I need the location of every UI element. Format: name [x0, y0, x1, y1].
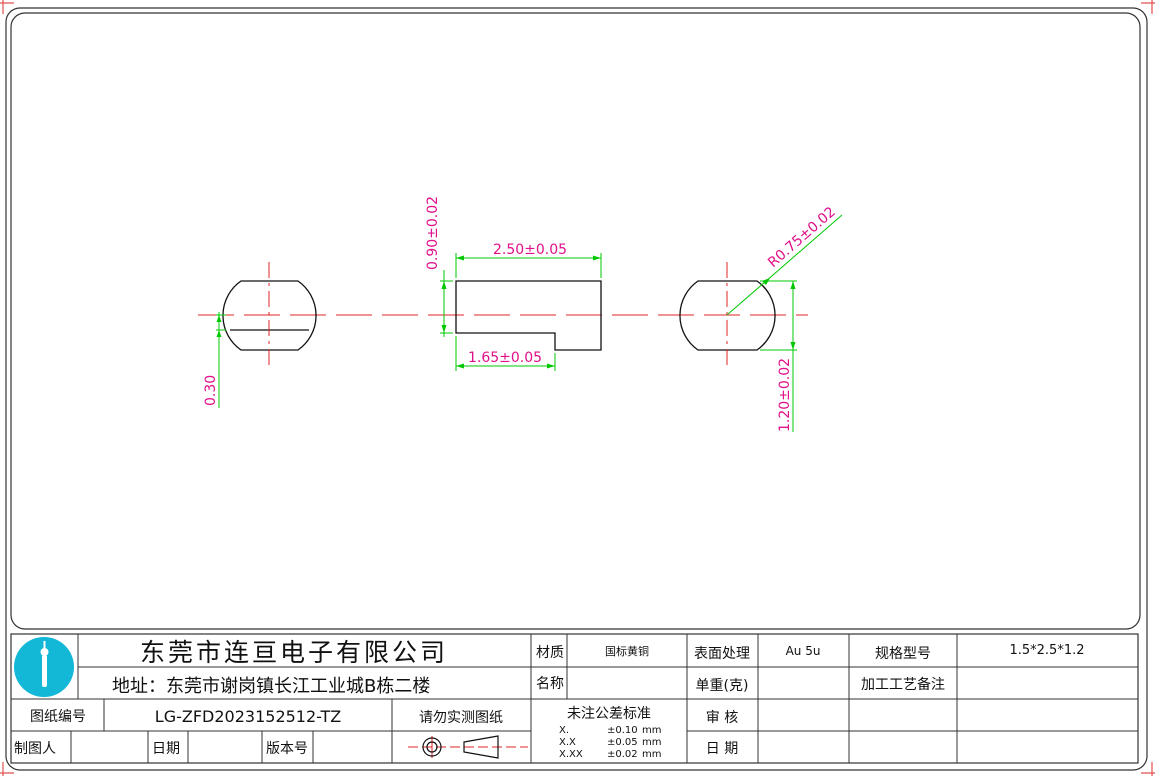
tolerance-value: ±0.02 [607, 749, 638, 760]
dim-total-height-label: 1.20±0.02 [777, 358, 793, 432]
do-not-measure-note: 请勿实测图纸 [419, 710, 503, 726]
unit-weight-label: 单重(克) [696, 678, 749, 694]
tolerance-grade: X.X [559, 737, 576, 748]
tolerance-grade: X. [559, 725, 569, 736]
right-end-view [679, 214, 843, 432]
spec-label: 规格型号 [875, 646, 931, 662]
title-block [10, 633, 1139, 764]
dim-length-label: 2.50±0.05 [493, 242, 567, 258]
spec-value: 1.5*2.5*1.2 [1009, 643, 1084, 658]
drawing-no-label: 图纸编号 [30, 709, 86, 725]
tolerance-title: 未注公差标准 [567, 706, 651, 722]
tolerance-grade: X.XX [559, 749, 583, 760]
date2-label: 日 期 [706, 741, 738, 757]
company-address: 地址：东莞市谢岗镇长江工业城B栋二楼 [112, 676, 430, 697]
dim-top-height-label: 0.90±0.02 [425, 196, 441, 270]
company-name: 东莞市连亘电子有限公司 [140, 638, 448, 667]
tolerance-unit: mm [642, 737, 661, 748]
drawing-views: 0.30 2.50±0.05 1.65±0.05 0.90±0.02 [198, 196, 843, 432]
version-label: 版本号 [266, 741, 308, 757]
drawing-area [10, 12, 1141, 630]
tolerance-unit: mm [642, 749, 661, 760]
tolerance-value: ±0.05 [607, 737, 638, 748]
company-logo [14, 637, 74, 697]
drawing-no-value: LG-ZFD2023152512-TZ [155, 707, 341, 726]
dim-flat-label: 0.30 [203, 375, 219, 406]
surface-value: Au 5u [786, 644, 821, 658]
front-view [440, 253, 602, 371]
outer-frame [5, 7, 1148, 771]
left-end-view [216, 262, 317, 408]
name-label: 名称 [536, 676, 564, 692]
surface-label: 表面处理 [694, 646, 750, 662]
material-value: 国标黄铜 [605, 644, 649, 658]
process-label: 加工工艺备注 [861, 676, 945, 693]
review-label: 审 核 [706, 710, 738, 726]
dim-radius-label: R0.75±0.02 [765, 204, 839, 271]
material-label: 材质 [536, 645, 564, 661]
projection-symbol-icon [408, 735, 528, 759]
date-label: 日期 [152, 741, 180, 757]
tolerance-table: X. ±0.10 mm X.X ±0.05 mm X.XX ±0.02 mm [559, 725, 661, 760]
tolerance-value: ±0.10 [607, 725, 638, 736]
drafter-label: 制图人 [14, 741, 56, 757]
dim-step-length-label: 1.65±0.05 [468, 350, 542, 366]
tolerance-unit: mm [642, 725, 661, 736]
